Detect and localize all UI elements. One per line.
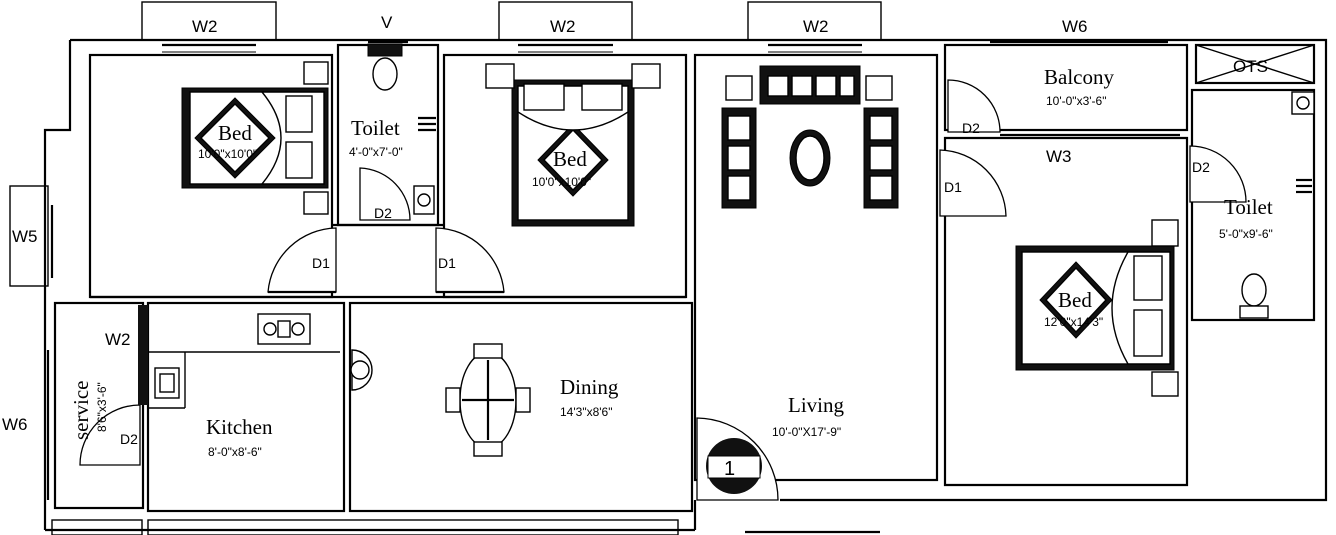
door-label: D2	[120, 431, 138, 447]
room-name: service	[69, 381, 93, 440]
window-v-toilet: V	[368, 13, 408, 44]
outer-walls	[43, 38, 1328, 532]
room-name: Bed	[553, 147, 587, 171]
room-name: Toilet	[351, 116, 400, 140]
room-label-bed-1: Bed 10'0"x10'0"	[198, 121, 257, 161]
room-label-living: Living 10'-0"X17'-9"	[772, 393, 844, 439]
door-main-entrance: 1	[696, 417, 779, 501]
toilet-1-wc-icon	[367, 43, 436, 215]
door-label: D2	[962, 120, 980, 136]
kitchen-stove-icon	[257, 313, 311, 345]
room-dimension: 8'6"x3'-6"	[95, 382, 109, 432]
window-w6-left: W6	[2, 350, 50, 500]
room-label-toilet-1: Toilet 4'-0"x7'-0"	[349, 116, 403, 159]
window-w3-bed3: W3	[1000, 133, 1180, 166]
room-label-dining: Dining 14'3"x8'6"	[560, 375, 619, 419]
window-w2-living: W2	[747, 1, 882, 53]
room-dimension: 12'0"x14'3"	[1044, 315, 1103, 329]
door-d2-toilet1: D2	[359, 167, 411, 221]
room-dimension: 10'0"x10'0"	[198, 147, 257, 161]
window-w5-left: W5	[9, 185, 54, 287]
room-name: Balcony	[1044, 65, 1114, 89]
service-wall-strip: W2	[105, 305, 148, 405]
door-d1-bed2: D1	[435, 227, 505, 294]
door-d2-balcony: D2	[947, 79, 1001, 136]
room-label-bed-3: Bed 12'0"x14'3"	[1044, 288, 1103, 329]
room-name: OTS	[1233, 57, 1268, 76]
door-label: D2	[374, 205, 392, 221]
bed-1-icon	[181, 61, 329, 215]
window-label: V	[381, 13, 393, 32]
window-w2-bed2: W2	[498, 1, 633, 53]
toilet-2-fixtures-icon	[1239, 91, 1315, 319]
room-label-balcony: Balcony 10'-0"x3'-6"	[1044, 65, 1114, 108]
window-label: W2	[105, 330, 131, 349]
bed-3-icon	[1015, 219, 1179, 397]
room-name: Bed	[1058, 288, 1092, 312]
room-name: Bed	[218, 121, 252, 145]
room-dimension: 10'-0"x3'-6"	[1046, 94, 1106, 108]
room-dimension: 5'-0"x9'-6"	[1219, 227, 1273, 241]
room-label-kitchen: Kitchen 8'-0"x8'-6"	[206, 415, 273, 459]
inner-walls	[51, 43, 1316, 535]
door-d1-bed1: D1	[267, 227, 337, 294]
kitchen-sink-icon	[154, 367, 180, 399]
room-label-toilet-2: Toilet 5'-0"x9'-6"	[1219, 195, 1273, 241]
entrance-marker-label: 1	[724, 458, 735, 480]
door-d2-service: D2	[79, 404, 141, 466]
room-name: Dining	[560, 375, 619, 399]
window-w2-bed1: W2	[141, 1, 277, 53]
room-dimension: 10'0"x10'0"	[532, 175, 591, 189]
window-label: W2	[803, 17, 829, 36]
door-label: D1	[312, 255, 330, 271]
window-label: W2	[192, 17, 218, 36]
room-dimension: 14'3"x8'6"	[560, 405, 612, 419]
window-label: W6	[1062, 17, 1088, 36]
sofa-set-icon	[721, 65, 899, 209]
door-d2-toilet2: D2	[1189, 145, 1247, 203]
room-label-ots: OTS	[1233, 57, 1268, 76]
bed-2-icon	[485, 63, 661, 227]
window-w6-top: W6	[990, 17, 1168, 44]
room-name: Toilet	[1224, 195, 1273, 219]
window-label: W3	[1046, 147, 1072, 166]
room-label-bed-2: Bed 10'0"x10'0"	[532, 147, 591, 189]
room-label-service: service 8'6"x3'-6"	[69, 381, 109, 440]
window-label: W2	[550, 17, 576, 36]
door-d1-bed3: D1	[939, 149, 1007, 217]
door-label: D1	[944, 179, 962, 195]
room-name: Kitchen	[206, 415, 273, 439]
window-label: W6	[2, 415, 28, 434]
dining-table-icon	[445, 343, 531, 457]
room-dimension: 8'-0"x8'-6"	[208, 445, 262, 459]
door-label: D1	[438, 255, 456, 271]
room-dimension: 10'-0"X17'-9"	[772, 425, 841, 439]
door-label: D2	[1192, 159, 1210, 175]
wash-basin-icon	[350, 349, 373, 391]
room-dimension: 4'-0"x7'-0"	[349, 145, 403, 159]
window-label: W5	[12, 227, 38, 246]
room-name: Living	[788, 393, 844, 417]
